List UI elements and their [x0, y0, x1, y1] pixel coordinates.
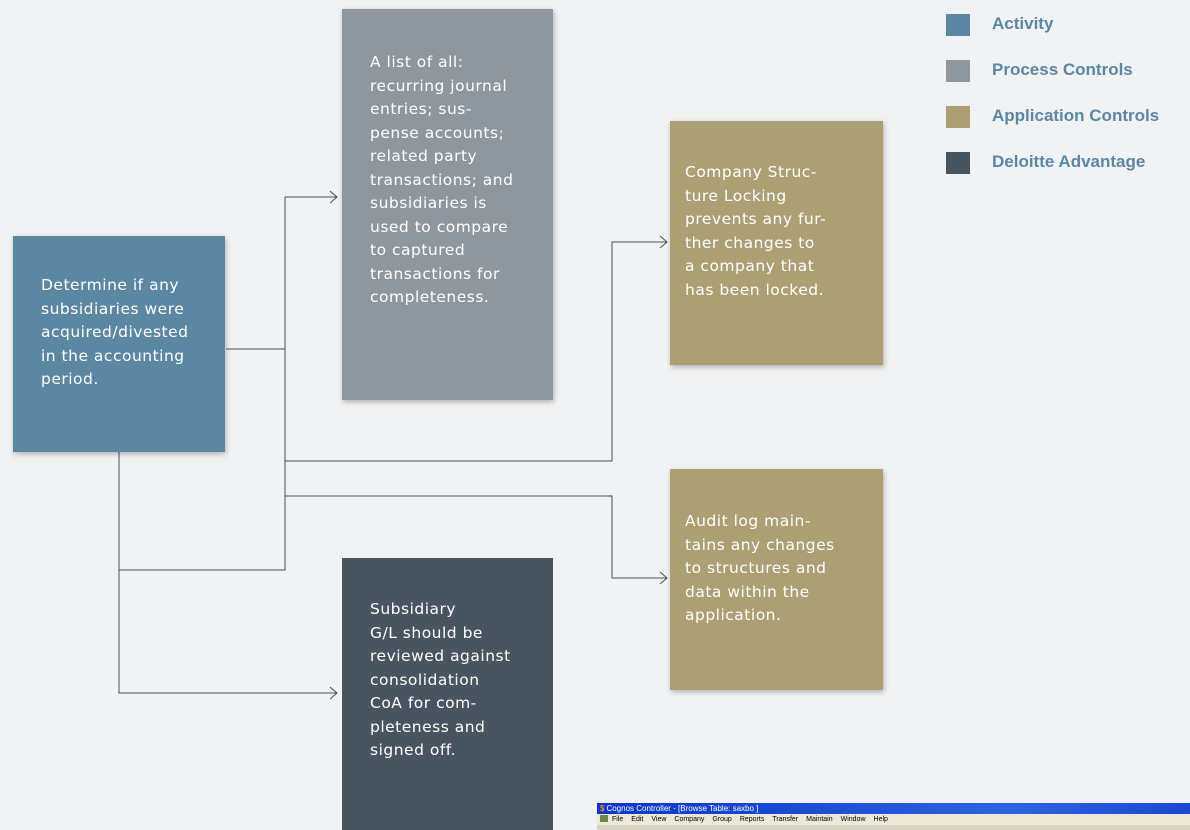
menu-item-help[interactable]: Help	[873, 816, 888, 823]
menu-item-reports[interactable]: Reports	[739, 816, 765, 823]
menu-item-group[interactable]: Group	[712, 816, 732, 823]
activity-box-determine-subsidiaries: Determine if any subsidiaries were acqui…	[13, 236, 225, 452]
menu-item-transfer[interactable]: Transfer	[772, 816, 799, 823]
app-logo-icon: $	[600, 804, 605, 813]
app-document-icon	[600, 815, 608, 822]
connector-to-process-list	[284, 196, 337, 349]
legend-label-application-controls: Application Controls	[992, 106, 1160, 125]
app-title-text: Cognos Controller - [Browse Table: saxbo…	[606, 804, 759, 813]
legend-swatch-deloitte-advantage	[946, 152, 970, 174]
deloitte-advantage-box-text: Subsidiary G/L should be reviewed agains…	[370, 600, 511, 759]
arrowhead-process-list	[329, 190, 338, 204]
connector-to-subsidiary-gl	[118, 452, 337, 694]
menu-item-edit[interactable]: Edit	[631, 816, 644, 823]
app-menu-bar: File Edit View Company Group Reports Transfer M…	[597, 814, 1190, 825]
menu-item-company[interactable]: Company	[674, 816, 705, 823]
process-control-box-list: A list of all: recurring journal entries…	[342, 9, 553, 400]
arrowhead-audit-log	[659, 571, 668, 585]
legend-label-activity: Activity	[992, 14, 1054, 33]
legend-swatch-application-controls	[946, 106, 970, 128]
application-control-box-audit-log: Audit log main- tains any changes to str…	[670, 469, 883, 690]
connector-branch-lower	[119, 496, 286, 571]
connector-to-structure-locking	[285, 241, 667, 462]
legend-label-deloitte-advantage: Deloitte Advantage	[992, 152, 1146, 171]
application-control-box-structure-locking: Company Struc- ture Locking prevents any…	[670, 121, 883, 365]
legend-swatch-process-controls	[946, 60, 970, 82]
process-control-box-text: A list of all: recurring journal entries…	[370, 53, 514, 306]
menu-item-window[interactable]: Window	[840, 816, 866, 823]
menu-item-view[interactable]: View	[651, 816, 667, 823]
application-control-box-text: Audit log main- tains any changes to str…	[685, 512, 835, 624]
application-control-box-text: Company Struc- ture Locking prevents any…	[685, 163, 827, 299]
deloitte-advantage-box-subsidiary-gl: Subsidiary G/L should be reviewed agains…	[342, 558, 553, 830]
connector-trunk	[226, 348, 286, 496]
menu-item-maintain[interactable]: Maintain	[806, 816, 833, 823]
activity-box-text: Determine if any subsidiaries were acqui…	[41, 276, 189, 388]
menu-item-file[interactable]: File	[612, 816, 624, 823]
arrowhead-structure-locking	[659, 235, 668, 249]
app-toolbar	[597, 825, 1190, 830]
connector-to-audit-log	[285, 495, 667, 579]
legend-swatch-activity	[946, 14, 970, 36]
app-title-bar: $Cognos Controller - [Browse Table: saxb…	[597, 803, 1190, 814]
arrowhead-subsidiary-gl	[329, 686, 338, 700]
cognos-controller-screenshot: $Cognos Controller - [Browse Table: saxb…	[597, 803, 1190, 830]
legend-label-process-controls: Process Controls	[992, 60, 1133, 79]
